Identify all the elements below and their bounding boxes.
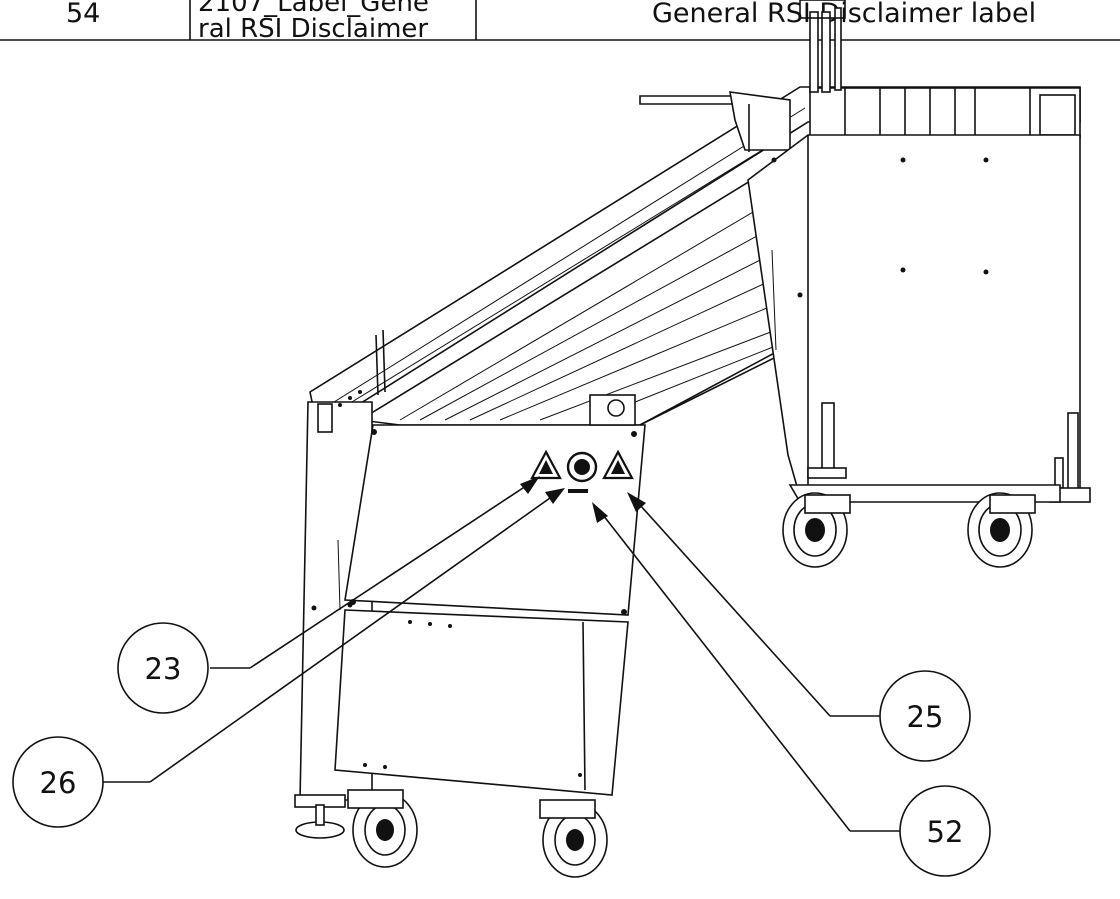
bom-description: General RSI Disclaimer label [652, 0, 1037, 29]
bom-table-lines [0, 0, 1120, 41]
callout-leaders [100, 476, 900, 832]
right-casters [782, 492, 1036, 568]
bom-item-number: 54 [66, 0, 101, 29]
callout-25: 25 [879, 670, 971, 762]
bom-part-number-line-2: ral RSI Disclaimer [198, 14, 429, 44]
callout-52-label: 52 [927, 815, 964, 849]
callout-26-label: 26 [40, 766, 77, 800]
conveyor-frame [309, 0, 1081, 432]
callout-26: 26 [12, 736, 104, 828]
bom-part-number-line-1: 2107_Label_Gene [198, 0, 429, 18]
callout-23-label: 23 [145, 652, 182, 686]
warning-triangle-icon [530, 449, 562, 480]
callout-52: 52 [899, 785, 991, 877]
callout-25-label: 25 [907, 700, 944, 734]
warning-triangle-icon [602, 449, 634, 480]
left-casters [294, 789, 608, 878]
right-cabinet [747, 134, 1091, 503]
rsi-disclaimer-label-icon [566, 451, 598, 493]
callout-23: 23 [117, 622, 209, 714]
